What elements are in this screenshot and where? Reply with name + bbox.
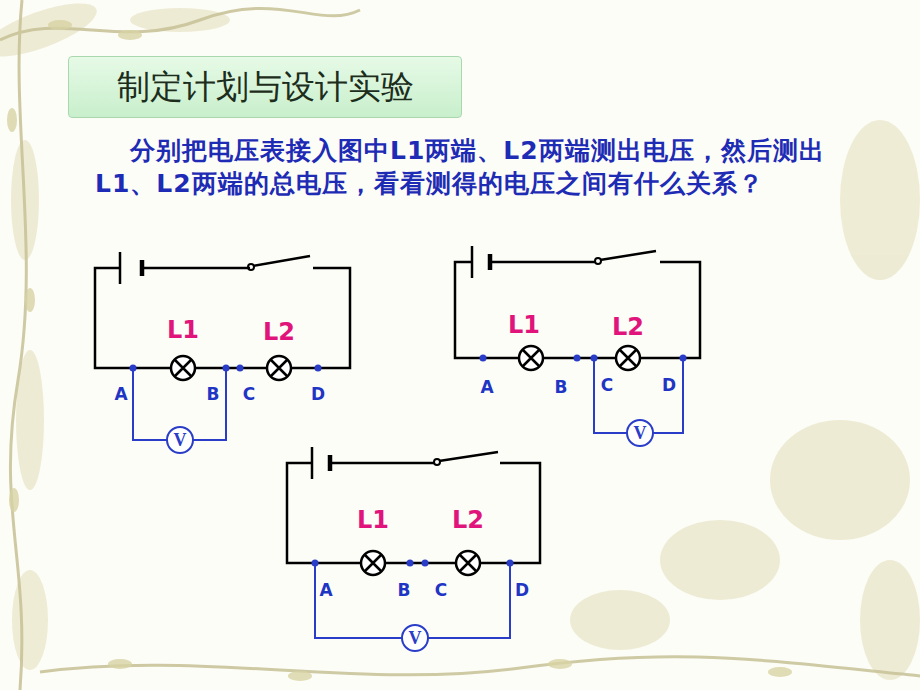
point-label: B — [207, 384, 220, 404]
point-label: A — [319, 580, 332, 600]
title-box: 制定计划与设计实验 — [68, 56, 462, 118]
voltmeter-letter: V — [174, 431, 187, 449]
point-label: C — [435, 580, 447, 600]
lamp-label: L1 — [357, 506, 389, 534]
point-label: C — [601, 375, 613, 395]
lamp-label: L2 — [612, 313, 644, 341]
point-label: A — [480, 377, 493, 397]
circuit-3 — [287, 447, 540, 638]
lamp-label: L1 — [167, 316, 199, 344]
point-label: A — [114, 384, 127, 404]
point-label: B — [555, 377, 568, 397]
lamp-label: L2 — [452, 506, 484, 534]
instruction-text: 分别把电压表接入图中L1两端、L2两端测出电压，然后测出L1、L2两端的总电压，… — [95, 134, 875, 200]
voltmeter-letter: V — [409, 629, 422, 647]
voltmeter-symbol: V — [626, 419, 654, 447]
point-label: D — [515, 580, 529, 600]
point-label: D — [311, 384, 325, 404]
circuit-2 — [455, 246, 700, 433]
voltmeter-symbol: V — [401, 624, 429, 652]
lamp-label: L1 — [508, 311, 540, 339]
circuit-1 — [95, 252, 350, 440]
point-label: C — [243, 384, 255, 404]
voltmeter-symbol: V — [166, 426, 194, 454]
title-text: 制定计划与设计实验 — [117, 65, 414, 110]
point-label: D — [662, 375, 676, 395]
point-label: B — [398, 580, 411, 600]
voltmeter-letter: V — [634, 424, 647, 442]
lamp-label: L2 — [263, 318, 295, 346]
